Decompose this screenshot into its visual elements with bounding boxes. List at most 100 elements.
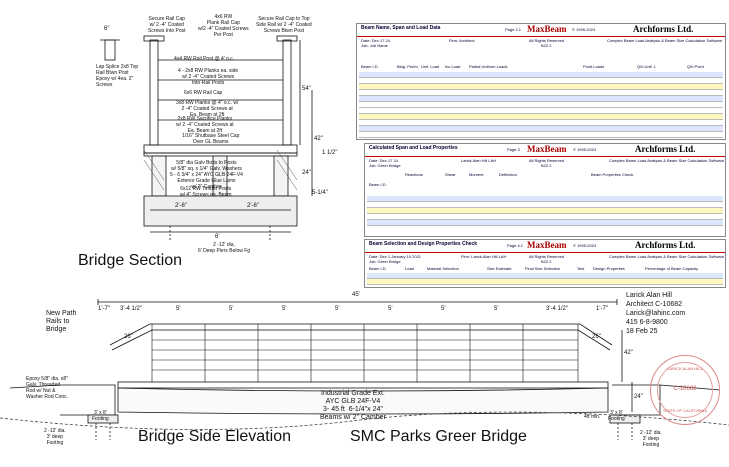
col-beam-id: Beam I.D. bbox=[369, 182, 387, 187]
bay-10: 3'-4 1/2" bbox=[546, 306, 568, 312]
span-dim: 45' bbox=[352, 292, 360, 298]
col-inc: Inc Load bbox=[445, 64, 461, 69]
sheet-grid bbox=[367, 273, 723, 285]
sheet-brand: MaxBeam bbox=[527, 24, 567, 34]
bay-1: 1'-7" bbox=[98, 306, 110, 312]
col-design: Design Properties bbox=[593, 266, 625, 271]
bridge-section-drawing: 6" Lap Splice 2x8 Top Rail Btwn Post Epo… bbox=[0, 0, 345, 290]
seal-number: C-10682 bbox=[673, 386, 697, 392]
section-lines bbox=[100, 35, 313, 240]
sheet-company: Archforms Ltd. bbox=[635, 240, 696, 250]
sheet-sub: Complex Beam Load Analysis & Beam Size C… bbox=[609, 158, 725, 163]
deg-26-left: 26" bbox=[124, 334, 133, 340]
calc-sheet-selection: Beam Selection and Design Properties Che… bbox=[364, 239, 726, 288]
bay-11: 1'-7" bbox=[596, 306, 608, 312]
col-test: Test bbox=[577, 266, 585, 271]
new-path-note: New Path Rails to Bridge bbox=[46, 310, 77, 333]
left-half-dim: 2'-6" bbox=[175, 203, 187, 209]
architect-seal: LARICK ALAN HILL C-10682 STATE OF CALIFO… bbox=[650, 355, 720, 425]
plank-left-note: Lap Splice 2x8 Top Rail Btwn Post Epoxy … bbox=[96, 64, 139, 88]
col-moment: Moment bbox=[469, 172, 484, 177]
timber-note: 6x12 RW Timber Posts w/ 4" Screws ea. Be… bbox=[180, 186, 232, 198]
calc-sheet-properties: Calculated Span and Load Properties Page… bbox=[364, 143, 726, 237]
sheet-date: Date: Dec 17 24 bbox=[361, 38, 390, 43]
sheet-company: Archforms Ltd. bbox=[635, 144, 696, 154]
sheet-version: B22.2 bbox=[541, 163, 552, 168]
calc-sheet-span-load: Beam Name, Span and Load Data Page 2.1 M… bbox=[356, 23, 726, 140]
sheet-copyright: © 1995-2024 bbox=[572, 27, 596, 32]
sheet-job: Job: Job Name bbox=[361, 43, 388, 48]
col-final: Final Size Selection bbox=[525, 266, 561, 271]
col-bldg: Bldg. Perim. bbox=[397, 64, 419, 69]
sheet-job: Job: Greer Bridge bbox=[369, 163, 401, 168]
col-material: Material Selection bbox=[427, 266, 459, 271]
sheet-grid bbox=[359, 72, 723, 138]
sheet-grid bbox=[367, 196, 723, 226]
architect-name: Larick Alan Hill bbox=[626, 292, 672, 299]
bay-9: 5' bbox=[494, 306, 499, 312]
col-unif: Unif. Load bbox=[421, 64, 440, 69]
architect-date: 18 Feb 25 bbox=[626, 328, 658, 335]
project-title: SMC Parks Greer Bridge bbox=[350, 428, 527, 445]
col-qh-unif: Q/h Unif. L bbox=[637, 64, 657, 69]
col-capacity: Percentage of Beam Capacity bbox=[645, 266, 699, 271]
architect-license: Architect C-10682 bbox=[626, 301, 683, 308]
sheet-firm: Firm: Architect bbox=[449, 38, 475, 43]
sheet-date: Date: Dec 17 24 bbox=[369, 158, 398, 163]
footing-box-right: 3' x 8' Footing bbox=[608, 410, 625, 422]
elevation-title: Bridge Side Elevation bbox=[138, 428, 291, 445]
sheet-rights: All Rights Reserved bbox=[529, 158, 565, 163]
dim-42-right: 42" bbox=[624, 350, 633, 356]
col-point: Point Loads bbox=[583, 64, 605, 69]
sheet-sub: Complex Beam Load Analysis & Beam Size C… bbox=[607, 38, 723, 43]
bay-4: 5' bbox=[229, 306, 234, 312]
sheet-rights: All Rights Reserved bbox=[529, 38, 565, 43]
sacrificial-note: 2x8 RW Sacrifice Planks w/ 2 -4" Coated … bbox=[176, 116, 234, 134]
dim-42: 42" bbox=[314, 136, 323, 142]
min-4ft: 4ft min. bbox=[584, 414, 601, 420]
bay-7: 5' bbox=[388, 306, 393, 312]
shear-note: 1/16" Shutbase Steel Cap Over GL Beams bbox=[182, 133, 240, 145]
sheet-sub: Complex Beam Load Analysis & Beam Size C… bbox=[609, 254, 725, 259]
sheet-date: Date: Dec 1 January 10 2021 bbox=[369, 254, 422, 259]
sheet-page: Page 2.1 bbox=[505, 27, 522, 32]
bay-8: 5' bbox=[441, 306, 446, 312]
dim-54: 54" bbox=[302, 86, 311, 92]
sheet-version: B22.2 bbox=[541, 43, 552, 48]
col-props: Beam Properties Check bbox=[591, 172, 634, 177]
sheet-title: Beam Name, Span and Load Data bbox=[361, 25, 441, 31]
seal-top-text: LARICK ALAN HILL bbox=[667, 366, 703, 371]
col-load: Load bbox=[405, 266, 414, 271]
section-title: Bridge Section bbox=[78, 252, 183, 269]
col-qh-point: Q/h Point bbox=[687, 64, 704, 69]
bay-3: 5' bbox=[176, 306, 181, 312]
pier-note: 2 -12' dia. 6' Deep Piers Below Fg bbox=[198, 242, 251, 254]
rail-cap-note: 4x6 RW Plank Rail Cap w/2 -4" Coated Scr… bbox=[198, 14, 249, 38]
sheet-title: Calculated Span and Load Properties bbox=[369, 145, 458, 151]
sheet-page: Page 4.1 bbox=[507, 243, 524, 248]
seal-bottom-text: STATE OF CALIFORNIA bbox=[662, 408, 708, 413]
col-shear: Shear bbox=[445, 172, 456, 177]
bay-5: 5' bbox=[282, 306, 287, 312]
col-reactions: Reactions bbox=[405, 172, 423, 177]
width-dim: 6' bbox=[215, 234, 220, 240]
architect-email: Larick@lahinc.com bbox=[626, 310, 686, 317]
sheet-brand: MaxBeam bbox=[527, 144, 567, 154]
sheet-copyright: © 1995-2024 bbox=[573, 147, 597, 152]
col-partial: Partial Uniform Loads bbox=[469, 64, 508, 69]
epoxy-note: Epoxy 5/8" dia. x8" Galv. Threaded Rod w… bbox=[26, 376, 69, 400]
secure-right-note: Secure Rail Cap to Top Side Rail w/ 2 -4… bbox=[256, 16, 312, 34]
sheet-title: Beam Selection and Design Properties Che… bbox=[369, 241, 478, 247]
dim-24: 24" bbox=[302, 170, 311, 176]
sheet-company: Archforms Ltd. bbox=[633, 24, 694, 34]
sacrifice-note: 3x8 RW Planks @ 4" o.c. w/ 2 -4" Coated … bbox=[176, 100, 239, 118]
sheet-copyright: © 1995-2024 bbox=[573, 243, 597, 248]
side-elevation-drawing: 45' 1'-7" 3'-4 1/2" 5' 5' 5' 5' 5' 5' 5'… bbox=[0, 290, 729, 467]
sheet-brand: MaxBeam bbox=[527, 240, 567, 250]
architect-phone: 415 6-8-9800 bbox=[626, 319, 668, 326]
bay-2: 3'-4 1/2" bbox=[120, 306, 142, 312]
footing-right: 2 -12' dia. 3' deep Footing bbox=[640, 430, 662, 448]
sheet-firm: Larick Alan Hill LAH bbox=[461, 158, 497, 163]
right-half-dim: 2'-6" bbox=[247, 203, 259, 209]
sheet-job: Job: Greer Bridge bbox=[369, 259, 401, 264]
